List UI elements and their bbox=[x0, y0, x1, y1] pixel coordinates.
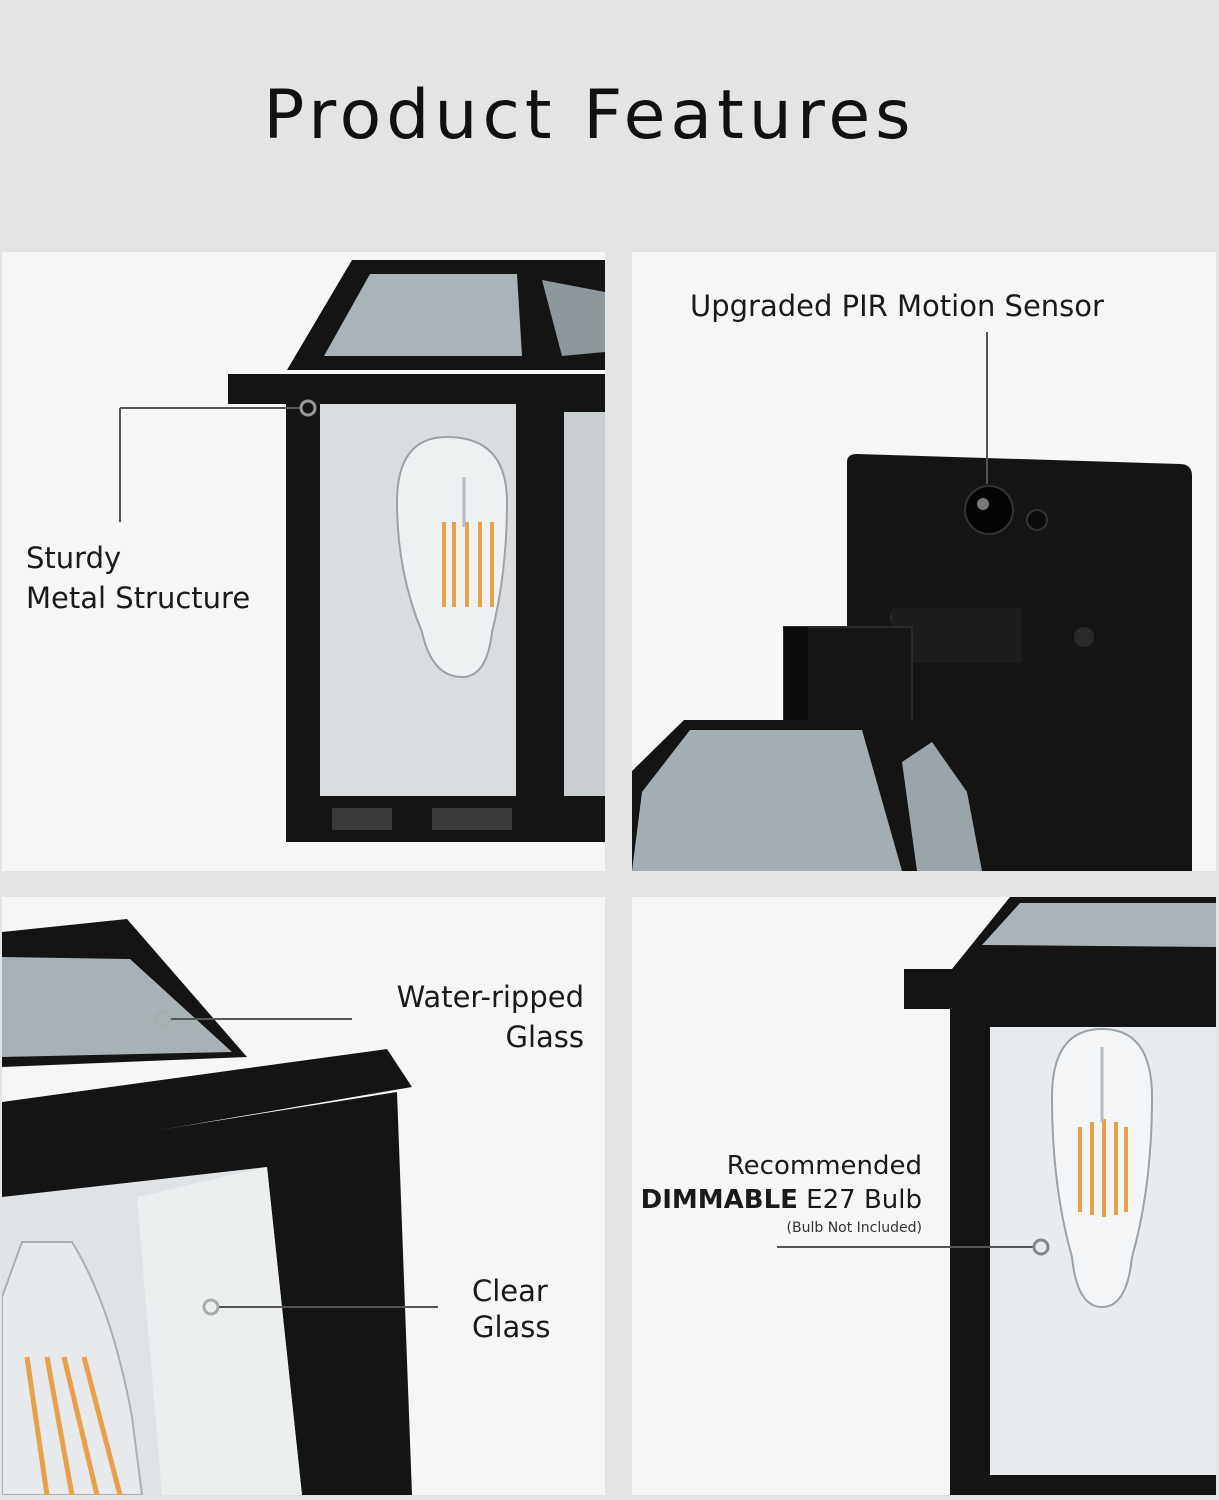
label-clear: Clear bbox=[472, 1274, 548, 1308]
label-pir-sensor: Upgraded PIR Motion Sensor bbox=[690, 289, 1104, 323]
panel-glass: Water-ripped Glass Clear Glass bbox=[2, 897, 605, 1495]
label-bulb-not-included: (Bulb Not Included) bbox=[786, 1220, 922, 1236]
label-dimmable: DIMMABLE bbox=[640, 1185, 798, 1215]
panel-motion-sensor: Upgraded PIR Motion Sensor bbox=[632, 252, 1216, 871]
label-e27-bulb: E27 Bulb bbox=[797, 1185, 922, 1215]
sensor-illustration bbox=[632, 332, 1192, 871]
page-title: Product Features bbox=[263, 76, 916, 155]
header-band: Product Features bbox=[0, 0, 1219, 250]
label-water-glass: Glass bbox=[505, 1020, 584, 1054]
bulb-illustration bbox=[777, 897, 1216, 1495]
lantern-illustration bbox=[119, 260, 605, 842]
panel-metal-structure: Sturdy Metal Structure bbox=[2, 252, 605, 871]
glass-illustration bbox=[2, 919, 438, 1495]
label-recommended: Recommended bbox=[726, 1151, 922, 1181]
label-clear-glass: Glass bbox=[472, 1310, 551, 1344]
label-water-ripped: Water-ripped bbox=[396, 980, 584, 1014]
label-sturdy: Sturdy bbox=[26, 541, 122, 575]
label-metal-structure: Metal Structure bbox=[26, 581, 251, 615]
panel-bulb: Recommended DIMMABLE E27 Bulb (Bulb Not … bbox=[632, 897, 1216, 1495]
label-dimmable-e27: DIMMABLE E27 Bulb bbox=[632, 1183, 922, 1217]
